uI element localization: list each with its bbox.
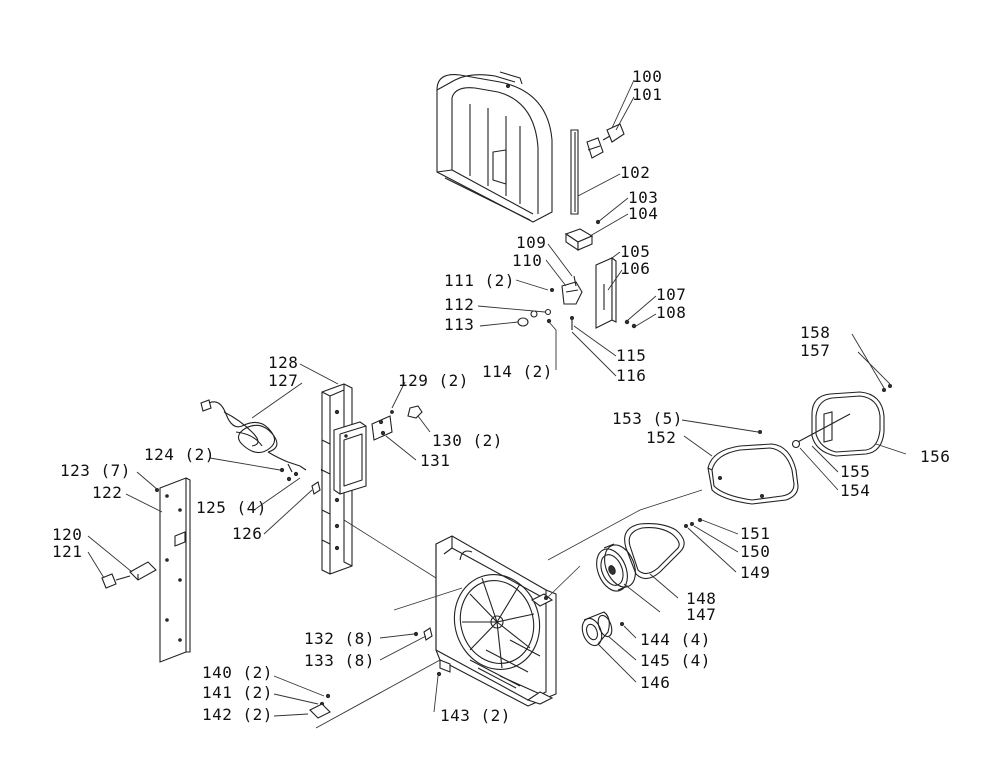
guide-post-knob-part bbox=[586, 123, 625, 159]
callout-155: 155 bbox=[840, 462, 870, 481]
callout-106: 106 bbox=[620, 259, 650, 278]
blade-guide-assembly-part bbox=[517, 275, 583, 330]
callout-144: 144 (4) bbox=[640, 630, 711, 649]
main-frame-housing-part bbox=[435, 535, 557, 707]
bearing-hub-part bbox=[581, 611, 624, 647]
switch-assembly-part bbox=[101, 561, 157, 589]
callout-121: 121 bbox=[52, 542, 82, 561]
callout-153: 153 (5) bbox=[612, 409, 683, 428]
callout-labels: 100 101 102 103 104 105 106 107 108 109 … bbox=[52, 67, 950, 725]
switch-plate-part bbox=[155, 477, 191, 663]
belt-guard-cover-part bbox=[707, 430, 799, 505]
callout-103: 103 bbox=[628, 188, 658, 207]
leader-lines bbox=[87, 79, 907, 729]
callout-157: 157 bbox=[800, 341, 830, 360]
callout-102: 102 bbox=[620, 163, 650, 182]
drive-pulley-part bbox=[596, 543, 636, 592]
callout-127: 127 bbox=[268, 371, 298, 390]
callout-142: 142 (2) bbox=[202, 705, 273, 724]
callout-158: 158 bbox=[800, 323, 830, 342]
callout-151: 151 bbox=[740, 524, 770, 543]
callout-141: 141 (2) bbox=[202, 683, 273, 702]
callout-114: 114 (2) bbox=[482, 362, 553, 381]
callout-124: 124 (2) bbox=[144, 445, 215, 464]
callout-109: 109 bbox=[516, 233, 546, 252]
switch-bracket-column-part bbox=[321, 383, 367, 575]
assembly-lines bbox=[343, 489, 703, 611]
callout-120: 120 bbox=[52, 525, 82, 544]
callout-108: 108 bbox=[656, 303, 686, 322]
callout-107: 107 bbox=[656, 285, 686, 304]
callout-111: 111 (2) bbox=[444, 271, 515, 290]
motor-belt-part bbox=[791, 384, 892, 457]
callout-112: 112 bbox=[444, 295, 474, 314]
callout-104: 104 bbox=[628, 204, 658, 223]
callout-133: 133 (8) bbox=[304, 651, 375, 670]
callout-130: 130 (2) bbox=[432, 431, 503, 450]
blade-guard-sleeve-part bbox=[595, 256, 637, 329]
callout-116: 116 bbox=[616, 366, 646, 385]
callout-101: 101 bbox=[632, 85, 662, 104]
callout-125: 125 (4) bbox=[196, 498, 267, 517]
callout-154: 154 bbox=[840, 481, 870, 500]
callout-100: 100 bbox=[632, 67, 662, 86]
power-cord-part bbox=[200, 399, 307, 473]
callout-140: 140 (2) bbox=[202, 663, 273, 682]
callout-105: 105 bbox=[620, 242, 650, 261]
feet-hardware-part bbox=[309, 693, 331, 719]
callout-122: 122 bbox=[92, 483, 122, 502]
callout-143: 143 (2) bbox=[440, 706, 511, 725]
callout-115: 115 bbox=[616, 346, 646, 365]
callout-132: 132 (8) bbox=[304, 629, 375, 648]
callout-129: 129 (2) bbox=[398, 371, 469, 390]
callout-146: 146 bbox=[640, 673, 670, 692]
callout-110: 110 bbox=[512, 251, 542, 270]
callout-128: 128 bbox=[268, 353, 298, 372]
callout-113: 113 bbox=[444, 315, 474, 334]
callout-150: 150 bbox=[740, 542, 770, 561]
guide-post-bar-part bbox=[570, 129, 579, 215]
callout-131: 131 bbox=[420, 451, 450, 470]
frame-screws-part bbox=[413, 627, 433, 641]
upper-wheel-cover-part bbox=[436, 71, 553, 223]
cord-clamp-hardware-part bbox=[279, 467, 326, 495]
callout-123: 123 (7) bbox=[60, 461, 131, 480]
guide-bracket-block-part bbox=[564, 219, 601, 252]
callout-156: 156 bbox=[920, 447, 950, 466]
callout-152: 152 bbox=[646, 428, 676, 447]
drive-belt-part bbox=[624, 518, 702, 580]
switch-mount-plate-part bbox=[371, 405, 423, 441]
callout-126: 126 bbox=[232, 524, 262, 543]
callout-147: 147 bbox=[686, 605, 716, 624]
callout-148: 148 bbox=[686, 589, 716, 608]
part-143-screw bbox=[436, 671, 442, 677]
callout-149: 149 bbox=[740, 563, 770, 582]
callout-145: 145 (4) bbox=[640, 651, 711, 670]
